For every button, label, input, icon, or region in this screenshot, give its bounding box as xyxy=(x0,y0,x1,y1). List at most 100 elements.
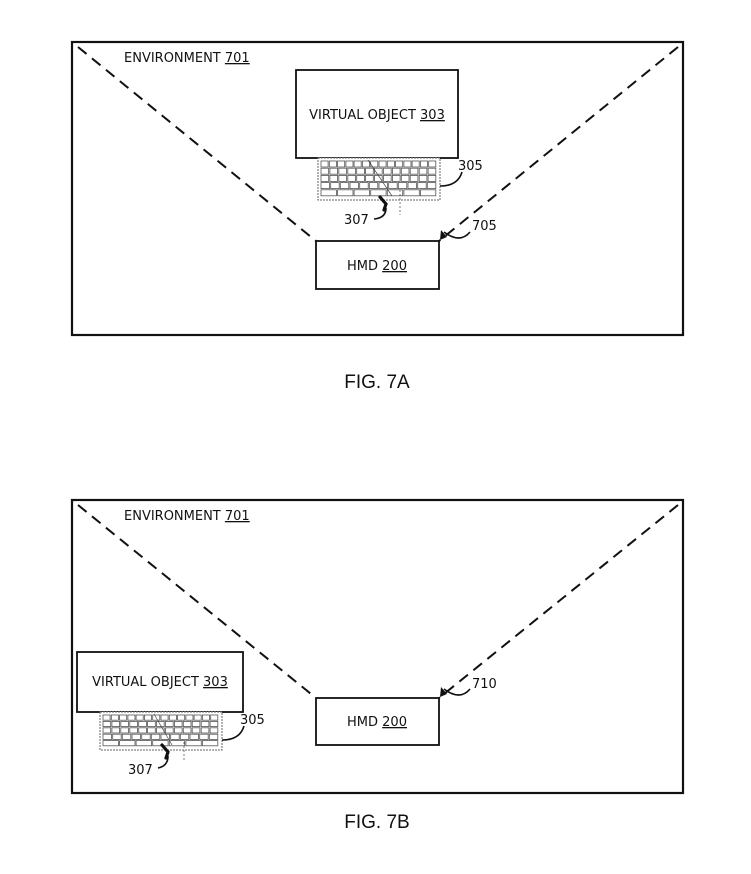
keyboard-key xyxy=(320,189,337,197)
keyboard-key xyxy=(403,160,412,168)
keyboard-key xyxy=(417,182,427,190)
keyboard-key xyxy=(320,160,329,168)
keyboard-key xyxy=(200,721,210,728)
keyboard-key xyxy=(120,721,129,728)
keyboard-key xyxy=(185,714,194,721)
keyboard-ref: 305 xyxy=(458,159,483,174)
keyboard-key xyxy=(347,167,356,175)
field-of-view-right-line xyxy=(438,504,679,699)
figure-caption: FIG. 7A xyxy=(344,372,410,393)
keyboard-key xyxy=(378,160,387,168)
keyboard-key xyxy=(365,167,374,175)
hmd-label: HMD 200 xyxy=(347,259,407,274)
keyboard-key xyxy=(179,733,190,740)
keyboard-key xyxy=(177,714,186,721)
keyboard-key xyxy=(150,733,161,740)
keyboard-key xyxy=(359,182,369,190)
keyboard-key xyxy=(201,740,219,747)
fov-ref: 710 xyxy=(472,677,497,692)
keyboard-ref: 305 xyxy=(240,713,265,728)
keyboard-key xyxy=(395,160,404,168)
pointer-ray xyxy=(153,713,173,746)
environment-boundary xyxy=(70,498,685,795)
figure-7a: ENVIRONMENT 701 VIRTUAL OBJECT 303 305 3… xyxy=(70,40,685,393)
keyboard-key xyxy=(337,189,354,197)
hand-ref: 307 xyxy=(128,763,153,778)
keyboard-key xyxy=(391,174,401,182)
keyboard-key xyxy=(121,733,132,740)
keyboard-key xyxy=(403,189,420,197)
keyboard-key xyxy=(349,182,359,190)
keyboard-key xyxy=(418,167,428,175)
keyboard-key xyxy=(111,721,121,728)
keyboard-key xyxy=(131,733,141,740)
hand-icon xyxy=(160,743,170,760)
keyboard-key xyxy=(170,733,180,740)
keyboard-key xyxy=(370,189,387,197)
hand-ref: 307 xyxy=(344,213,369,228)
keyboard-leader xyxy=(439,171,463,187)
keyboard-key xyxy=(141,733,151,740)
keyboard-key xyxy=(160,714,169,721)
keyboard-key xyxy=(397,182,408,190)
keyboard-key xyxy=(386,160,395,168)
keyboard-key xyxy=(182,721,192,728)
keyboard-key xyxy=(427,174,437,182)
keyboard-key xyxy=(419,160,428,168)
keyboard-key xyxy=(426,182,437,190)
environment-boundary xyxy=(70,40,685,337)
keyboard-key xyxy=(411,160,420,168)
keyboard-key xyxy=(138,721,147,728)
keyboard-key xyxy=(191,721,201,728)
keyboard-key xyxy=(337,160,346,168)
keyboard-key xyxy=(400,174,410,182)
field-of-view-left-line xyxy=(77,504,317,699)
keyboard-key xyxy=(152,740,169,747)
keyboard-key xyxy=(102,714,111,721)
keyboard-key xyxy=(119,714,128,721)
keyboard-key xyxy=(111,727,121,734)
fov-leader xyxy=(443,231,471,239)
keyboard-key xyxy=(383,174,392,182)
keyboard-key xyxy=(185,740,202,747)
keyboard-key xyxy=(329,174,338,182)
keyboard-key xyxy=(209,721,219,728)
keyboard-key xyxy=(102,740,119,747)
hmd-box xyxy=(315,240,440,290)
keyboard-key xyxy=(173,727,183,734)
hand-icon xyxy=(378,195,388,212)
keyboard-key xyxy=(147,721,156,728)
keyboard-leader xyxy=(221,725,245,741)
keyboard-key xyxy=(386,189,404,197)
keyboard-key xyxy=(209,727,219,734)
field-of-view-right-line xyxy=(438,46,679,242)
keyboard-key xyxy=(320,182,330,190)
virtual-object-label: VIRTUAL OBJECT 303 xyxy=(92,675,228,690)
keyboard-key xyxy=(201,714,210,721)
keyboard-key xyxy=(165,721,174,728)
keyboard-key xyxy=(328,160,337,168)
keyboard-key xyxy=(210,714,219,721)
keyboard-key xyxy=(168,740,186,747)
keyboard-key xyxy=(200,727,210,734)
environment-label: ENVIRONMENT 701 xyxy=(124,51,250,66)
fov-arrowhead-icon xyxy=(440,687,447,697)
fov-ref: 705 xyxy=(472,219,497,234)
keyboard-key xyxy=(208,733,219,740)
keyboard-key xyxy=(156,727,165,734)
keyboard-key xyxy=(173,721,183,728)
keyboard-key xyxy=(418,174,428,182)
keyboard-key xyxy=(329,167,338,175)
keyboard-key xyxy=(147,727,156,734)
keyboard-key xyxy=(102,727,112,734)
keyboard-key xyxy=(135,740,152,747)
keyboard-key xyxy=(409,174,419,182)
environment-label: ENVIRONMENT 701 xyxy=(124,509,250,524)
keyboard-key xyxy=(189,733,199,740)
hand-leader xyxy=(157,755,169,769)
keyboard-key xyxy=(374,174,383,182)
keyboard-key xyxy=(165,727,174,734)
hand-leader xyxy=(373,207,387,220)
keyboard-key xyxy=(135,714,144,721)
